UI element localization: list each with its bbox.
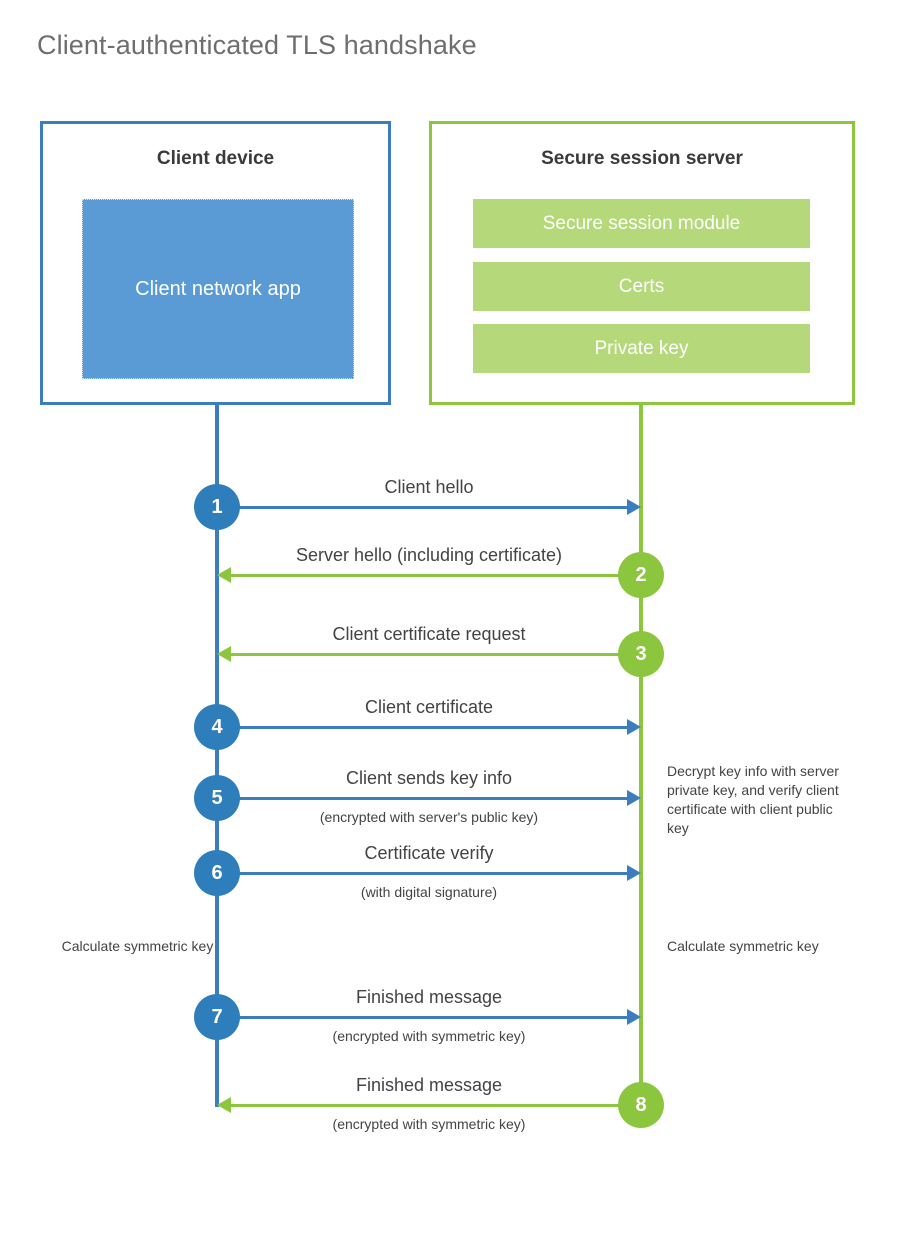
message-arrow-line-3 bbox=[229, 653, 641, 656]
message-arrow-line-4 bbox=[217, 726, 629, 729]
message-label-2: Server hello (including certificate) bbox=[295, 545, 563, 565]
message-arrowhead-4 bbox=[627, 719, 641, 735]
step-badge-1[interactable]: 1 bbox=[194, 484, 240, 530]
message-sublabel-7: (encrypted with symmetric key) bbox=[332, 1028, 526, 1044]
step-badge-5[interactable]: 5 bbox=[194, 775, 240, 821]
message-arrow-line-7 bbox=[217, 1016, 629, 1019]
page-title: Client-authenticated TLS handshake bbox=[37, 30, 477, 60]
client-network-app-block: Client network app bbox=[82, 199, 354, 379]
message-arrowhead-3 bbox=[217, 646, 231, 662]
step-badge-3[interactable]: 3 bbox=[618, 631, 664, 677]
server-lifeline bbox=[639, 405, 643, 1107]
message-arrowhead-8 bbox=[217, 1097, 231, 1113]
message-arrow-line-8 bbox=[229, 1104, 641, 1107]
step-badge-6[interactable]: 6 bbox=[194, 850, 240, 896]
server-module-secure-session-module: Secure session module bbox=[473, 199, 810, 248]
client-lifeline bbox=[215, 405, 219, 1107]
message-arrowhead-5 bbox=[627, 790, 641, 806]
step-badge-2[interactable]: 2 bbox=[618, 552, 664, 598]
message-label-3: Client certificate request bbox=[332, 624, 526, 644]
message-label-7: Finished message bbox=[355, 987, 503, 1007]
message-arrowhead-1 bbox=[627, 499, 641, 515]
client-device-box: Client device Client network app bbox=[40, 121, 391, 405]
message-label-6: Certificate verify bbox=[364, 843, 494, 863]
note-server-decrypt: Decrypt key info with server private key… bbox=[667, 763, 839, 836]
message-label-4: Client certificate bbox=[364, 697, 494, 717]
step-badge-8[interactable]: 8 bbox=[618, 1082, 664, 1128]
message-arrowhead-6 bbox=[627, 865, 641, 881]
message-arrowhead-7 bbox=[627, 1009, 641, 1025]
message-arrow-line-1 bbox=[217, 506, 629, 509]
note-client-calculate-symmetric-key: Calculate symmetric key bbox=[61, 938, 214, 954]
step-badge-4[interactable]: 4 bbox=[194, 704, 240, 750]
client-device-title: Client device bbox=[156, 148, 275, 169]
message-sublabel-6: (with digital signature) bbox=[360, 884, 498, 900]
server-module-private-key: Private key bbox=[473, 324, 810, 373]
message-label-8: Finished message bbox=[355, 1075, 503, 1095]
message-sublabel-5: (encrypted with server's public key) bbox=[319, 809, 539, 825]
message-sublabel-8: (encrypted with symmetric key) bbox=[332, 1116, 526, 1132]
message-label-1: Client hello bbox=[384, 477, 474, 497]
secure-session-server-box: Secure session server Secure session mod… bbox=[429, 121, 855, 405]
step-badge-7[interactable]: 7 bbox=[194, 994, 240, 1040]
note-server-calculate-symmetric-key: Calculate symmetric key bbox=[667, 938, 819, 954]
message-label-5: Client sends key info bbox=[345, 768, 513, 788]
server-module-certs: Certs bbox=[473, 262, 810, 311]
secure-session-server-title: Secure session server bbox=[541, 148, 743, 169]
message-arrow-line-5 bbox=[217, 797, 629, 800]
message-arrowhead-2 bbox=[217, 567, 231, 583]
message-arrow-line-2 bbox=[229, 574, 641, 577]
message-arrow-line-6 bbox=[217, 872, 629, 875]
